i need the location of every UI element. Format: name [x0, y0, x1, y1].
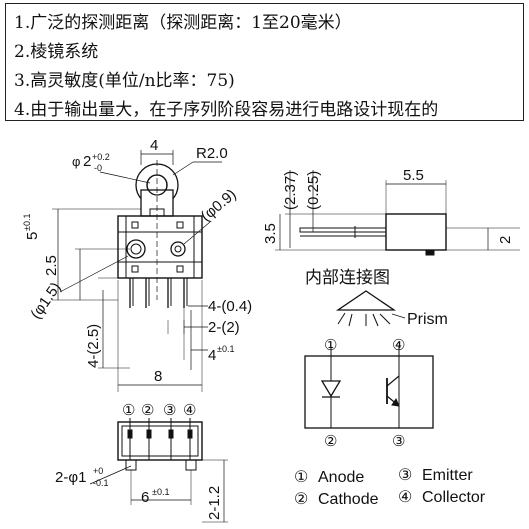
dim-bottom-hole: 2-φ1 — [55, 469, 86, 486]
internal-pin-1: ① — [324, 337, 337, 354]
feature-2: 2.棱镜系统 — [14, 42, 99, 62]
dim-bottom-2-1-2: 2-1.2 — [206, 486, 223, 520]
legend-1-name: Anode — [318, 469, 364, 486]
dim-side-5-5: 5.5 — [403, 167, 424, 184]
dim-hole-tol-lower: -0 — [94, 163, 102, 173]
features-box: 1.广泛的探测距离（探测距离：1至20毫米） 2.棱镜系统 3.高灵敏度(单位/… — [5, 3, 524, 121]
side-view — [275, 170, 520, 256]
dim-body-width: 8 — [154, 368, 162, 385]
dim-lens-small: (φ0.9) — [198, 186, 240, 225]
legend-1-num: ① — [294, 469, 308, 486]
legend-2-num: ② — [294, 491, 308, 508]
dim-radius: R2.0 — [196, 145, 228, 162]
bottom-pin-4: ④ — [183, 402, 196, 419]
dim-bottom-hole-tol-upper: +0 — [93, 466, 103, 476]
dim-bottom-6-tol: ±0.1 — [152, 487, 169, 497]
prism-label: Prism — [407, 311, 448, 328]
dim-height-tol: ±0.1 — [22, 214, 32, 231]
legend-4-name: Collector — [422, 489, 486, 506]
legend-2-name: Cathode — [318, 491, 379, 508]
dim-bottom-6: 6 — [141, 489, 149, 506]
internal-diagram — [304, 290, 434, 429]
dim-hole-tol-upper: +0.2 — [92, 152, 110, 162]
internal-pin-4: ④ — [392, 337, 405, 354]
internal-pin-3: ③ — [392, 433, 405, 450]
front-view — [52, 150, 222, 392]
legend-3-num: ③ — [398, 467, 412, 484]
dim-height: 5 — [24, 232, 41, 240]
bottom-pin-2: ② — [141, 402, 154, 419]
internal-pin-2: ② — [324, 433, 337, 450]
dim-2-5: 2.5 — [43, 255, 60, 276]
dim-4-2-5: 4-(2.5) — [85, 324, 102, 368]
bottom-pin-1: ① — [122, 402, 135, 419]
dim-lens-large: (φ1.5) — [27, 279, 64, 322]
legend-3-name: Emitter — [422, 467, 473, 484]
dim-side-0-25: (0.25) — [305, 171, 322, 210]
phi-symbol: φ — [72, 154, 80, 169]
dim-top-width: 4 — [150, 137, 158, 154]
dim-bottom-hole-tol-lower: -0.1 — [93, 478, 109, 488]
feature-3: 3.高灵敏度(单位/n比率：75) — [14, 71, 235, 91]
dim-side-3-5: 3.5 — [262, 223, 279, 244]
dim-side-2-37: (2.37) — [282, 171, 299, 210]
feature-4: 4.由于输出量大，在子序列阶段容易进行电路设计现在的 — [14, 100, 439, 120]
feature-1: 1.广泛的探测距离（探测距离：1至20毫米） — [14, 13, 352, 33]
internal-title: 内部连接图 — [305, 268, 390, 288]
dim-4-pin: 4 — [208, 347, 216, 364]
bottom-pin-3: ③ — [163, 402, 176, 419]
dim-4-0-4: 4-(0.4) — [208, 298, 252, 315]
legend-4-num: ④ — [398, 489, 412, 506]
dim-4-pin-tol: ±0.1 — [217, 344, 234, 354]
dim-side-2: 2 — [497, 236, 514, 244]
dim-2-2: 2-(2) — [208, 319, 240, 336]
bottom-view — [89, 418, 228, 523]
dim-hole-dia: 2 — [83, 153, 91, 170]
